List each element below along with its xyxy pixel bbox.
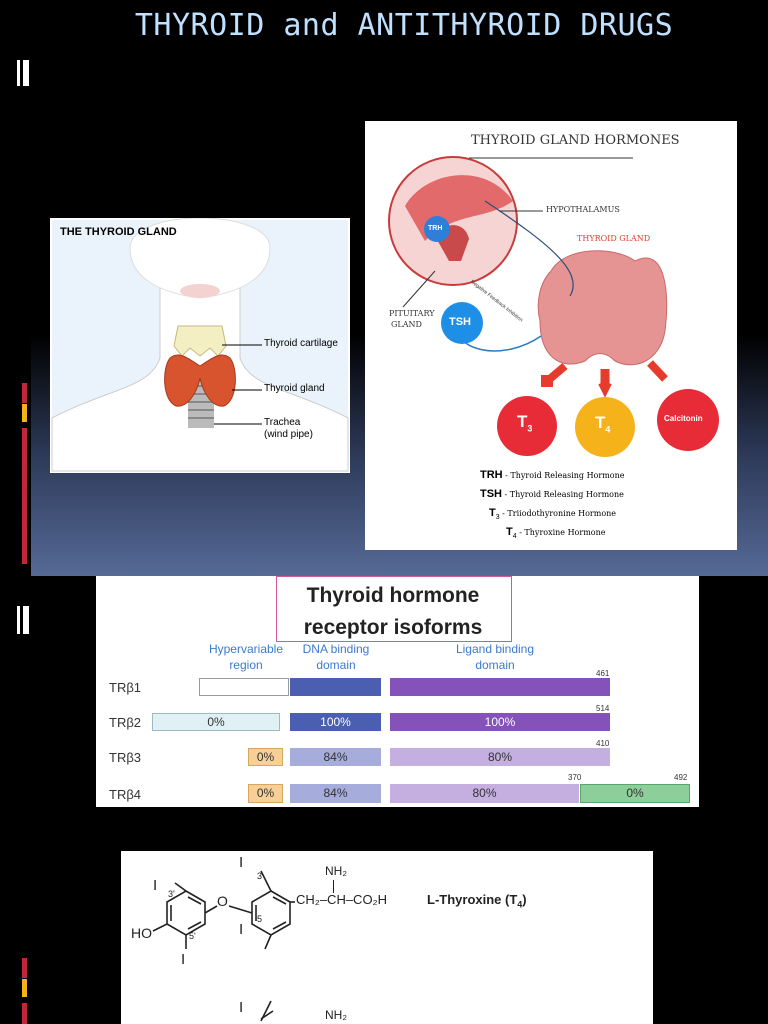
- bullet-marker: [17, 606, 20, 634]
- label-thyroid-cartilage: Thyroid cartilage: [264, 338, 338, 349]
- label-trachea: Trachea: [264, 417, 301, 428]
- row-end-trb3: 410: [596, 739, 610, 748]
- label-wind-pipe: (wind pipe): [264, 429, 313, 440]
- position-label: 5': [189, 931, 196, 941]
- segment-extra-trb4: [580, 784, 690, 803]
- calcitonin-circle-label: Calcitonin: [664, 414, 703, 423]
- iodine-label: I: [239, 854, 244, 871]
- header-ligand-binding: Ligand binding: [455, 642, 535, 656]
- row-extra-end-trb4: 492: [674, 773, 688, 782]
- position-label: 3: [257, 871, 263, 881]
- iodine-label: I: [239, 921, 244, 938]
- accent-bar-red: [22, 1003, 27, 1024]
- value-dna-trb2: 100%: [320, 715, 351, 729]
- row-label-trb4: TRβ4: [109, 787, 142, 802]
- value-ligand-trb4: 80%: [472, 786, 497, 800]
- trh-circle-label: TRH: [428, 225, 443, 232]
- row-label-trb1: TRβ1: [109, 680, 142, 695]
- label-hypothalamus: HYPOTHALAMUS: [546, 205, 620, 214]
- receptor-title-box: [276, 576, 512, 642]
- tsh-circle-label: TSH: [449, 316, 471, 328]
- value-extra-trb4: 0%: [626, 786, 644, 800]
- accent-bar-yellow: [22, 979, 27, 997]
- iodine-label: I: [239, 999, 244, 1016]
- segment-hyper-trb3: [248, 748, 283, 766]
- hormone-axis-illustration: [388, 156, 719, 457]
- amine-label: NH₂: [325, 864, 347, 878]
- row-label-trb3: TRβ3: [109, 750, 142, 765]
- label-thyroid-gland: THYROID GLAND: [577, 234, 651, 243]
- ether-oxygen-label: O: [217, 893, 228, 909]
- value-dna-trb3: 84%: [323, 750, 348, 764]
- receptor-title-line2: receptor isoforms: [303, 616, 483, 639]
- legend-tsh: TSH - Thyroid Releasing Hormone: [480, 488, 624, 500]
- segment-ligand-trb3: [390, 748, 610, 766]
- segment-dna-trb1: [290, 678, 381, 696]
- row-end-trb4: 370: [568, 773, 582, 782]
- position-label: 3': [168, 889, 175, 899]
- label-pituitary: PITUITARY: [389, 309, 435, 318]
- legend-t4: T4 - Thyroxine Hormone: [506, 526, 606, 541]
- bullet-marker: [17, 60, 20, 86]
- iodine-label: I: [153, 877, 158, 894]
- label-thyroid-gland: Thyroid gland: [264, 383, 325, 394]
- header-dna-domain: domain: [316, 658, 356, 672]
- segment-hyper-trb1: [199, 678, 289, 696]
- thyroid-anatomy-illustration: [51, 218, 349, 472]
- receptor-isoforms-figure: Thyroid hormone receptor isoforms Hyperv…: [96, 576, 699, 807]
- accent-bar-red: [22, 958, 27, 978]
- accent-bar-red: [22, 383, 27, 403]
- value-hyper-trb4: 0%: [256, 786, 275, 800]
- header-ligand-domain: domain: [475, 658, 515, 672]
- position-label: 5: [257, 914, 263, 924]
- label-gland: GLAND: [391, 320, 422, 329]
- figure-heading: THE THYROID GLAND: [60, 226, 177, 238]
- thyroxine-structure-diagram: [152, 870, 295, 1022]
- accent-bar-yellow: [22, 404, 27, 422]
- segment-dna-trb4: [290, 784, 381, 803]
- segment-hyper-trb4: [248, 784, 283, 803]
- segment-ligand-trb4: [390, 784, 579, 803]
- value-dna-trb4: 84%: [323, 786, 348, 800]
- segment-ligand-trb1: [390, 678, 610, 696]
- header-hypervariable: Hypervariable: [208, 642, 284, 656]
- value-ligand-trb2: 100%: [484, 715, 516, 729]
- header-region: region: [229, 658, 263, 672]
- hydroxyl-label: HO: [131, 925, 152, 941]
- t4-circle-label: T4: [595, 413, 611, 435]
- value-ligand-trb3: 80%: [487, 750, 513, 764]
- side-chain: CH₂–CH–CO₂H: [296, 892, 387, 907]
- row-label-trb2: TRβ2: [109, 715, 142, 730]
- legend-t3: T3 - Triiodothyronine Hormone: [489, 507, 617, 522]
- value-hyper-trb3: 0%: [256, 750, 275, 764]
- thyroxine-structure-figure: I I I I I HO O 3' 5' 3 5 CH₂–CH–CO₂H NH₂…: [121, 851, 653, 1024]
- slide-title: THYROID and ANTITHYROID DRUGS: [134, 8, 674, 43]
- iodine-label: I: [181, 951, 186, 968]
- amine-label: NH₂: [325, 1008, 347, 1022]
- row-end-trb1: 461: [596, 669, 610, 678]
- amine-bond: [333, 880, 334, 893]
- receptor-title-line1: Thyroid hormone: [306, 584, 480, 607]
- bullet-marker: [23, 60, 29, 86]
- value-hyper-trb2: 0%: [207, 715, 225, 729]
- segment-ligand-trb2: [390, 713, 610, 731]
- row-end-trb2: 514: [596, 704, 610, 713]
- segment-hyper-trb2: [152, 713, 280, 731]
- legend-trh: TRH - Thyroid Releasing Hormone: [480, 469, 625, 481]
- hormones-figure: THYROID GLAND HORMONES HYPOTHALAMUS THYR…: [365, 121, 737, 550]
- bullet-marker: [23, 606, 29, 634]
- segment-dna-trb2: [290, 713, 381, 731]
- segment-dna-trb3: [290, 748, 381, 766]
- accent-bar-red: [22, 428, 27, 564]
- thyroid-gland-figure: THE THYROID GLAND Thyroid cartilage Thyr…: [50, 218, 350, 473]
- t3-circle-label: T3: [517, 412, 533, 434]
- figure-heading: THYROID GLAND HORMONES: [471, 133, 680, 148]
- header-dna-binding: DNA binding: [302, 642, 370, 656]
- compound-name: L-Thyroxine (T4): [427, 892, 527, 910]
